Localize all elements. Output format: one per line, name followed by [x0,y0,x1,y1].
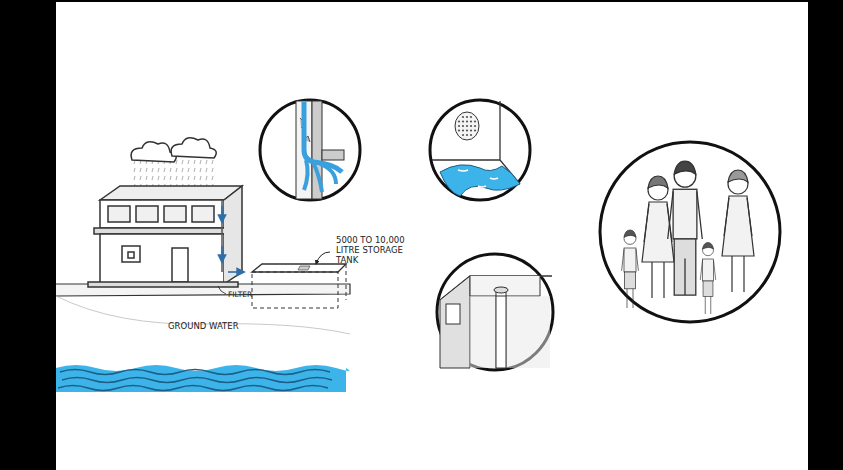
label: 5000 TO 10,000 LITRE STORAGE TANK [336,236,410,265]
detail-circle [260,100,360,200]
leader-line [316,252,330,264]
label: GROUND WATER [168,322,278,332]
house [88,186,242,287]
ground-water [56,365,349,392]
storage-tank [252,264,346,308]
side-bar [0,0,56,470]
label: FILTER [228,291,268,300]
detail-circle [600,142,780,322]
detail-circle [430,100,530,200]
detail-circle [437,254,553,370]
side-bar [808,0,843,470]
cloud [131,138,216,162]
